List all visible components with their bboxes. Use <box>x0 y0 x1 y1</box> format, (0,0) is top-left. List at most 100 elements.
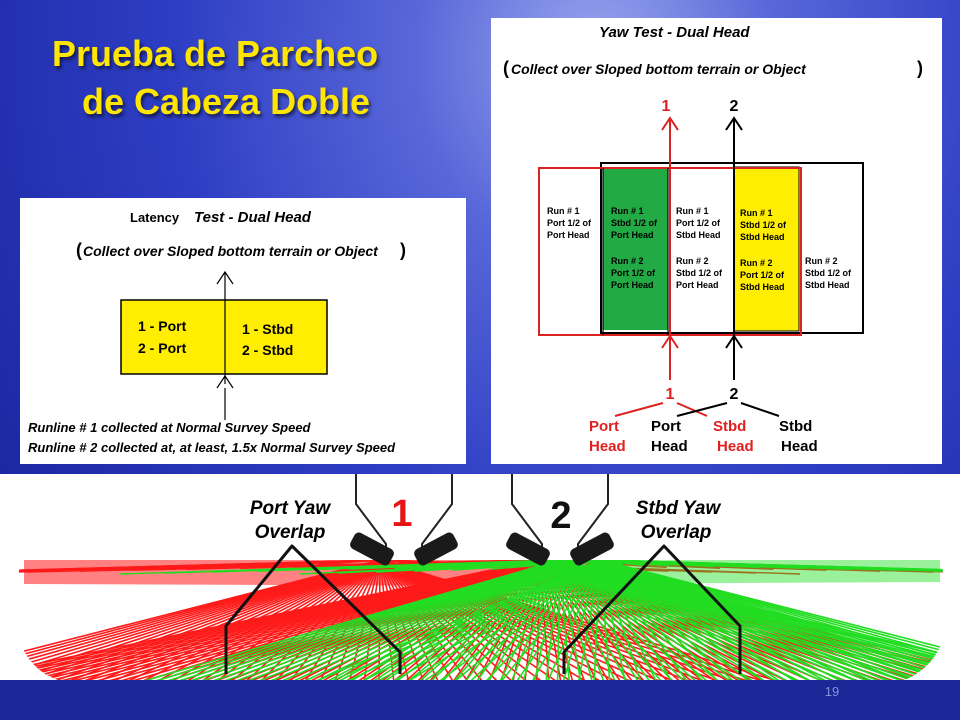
stbd-beam <box>301 560 561 680</box>
stbd-beam <box>559 560 838 680</box>
stbd-beam <box>599 560 948 680</box>
stbd-beam <box>599 560 628 680</box>
stbd-beam <box>277 560 561 680</box>
yaw-diagram: Yaw Test - Dual Head ( Collect over Slop… <box>503 24 923 455</box>
stbd-beam <box>599 560 644 680</box>
stbd-beam <box>559 560 753 680</box>
stbd-beam <box>560 560 601 680</box>
stbd-surface-band <box>548 560 940 584</box>
latency-port-run2: 2 - Port <box>138 340 187 356</box>
stbd-beam <box>314 560 561 680</box>
slide-title: Prueba de Parcheo de Cabeza Doble <box>52 30 472 126</box>
stbd-beam <box>599 560 660 680</box>
head-label-2-l2: Head <box>717 438 754 455</box>
slide-title-line1: Prueba de Parcheo <box>52 33 379 74</box>
stbd-beam <box>381 560 601 680</box>
head-label-2-l1: Stbd <box>713 418 746 435</box>
cell0-desc1b: Port Head <box>547 230 590 240</box>
port-yaw-label-2: Overlap <box>255 522 326 543</box>
cell3-desc1a: Stbd 1/2 of <box>740 220 787 230</box>
stbd-beam <box>528 560 601 569</box>
cell1-run1: Run # 1 <box>611 206 644 216</box>
stbd-beam <box>599 560 742 680</box>
branch-stbd-stbd <box>740 402 780 417</box>
cell2-desc2a: Stbd 1/2 of <box>676 268 723 278</box>
head-label-1-l2: Head <box>651 438 688 455</box>
yaw-subtitle: Collect over Sloped bottom terrain or Ob… <box>511 61 807 77</box>
stbd-yaw-label-1: Stbd Yaw <box>636 498 722 519</box>
stbd-beam <box>593 560 601 680</box>
stbd-beam <box>599 560 921 680</box>
stbd-beam <box>544 560 601 680</box>
branch-port-port <box>614 402 664 417</box>
stbd-beam <box>315 560 601 680</box>
stbd-arrow-top <box>725 116 743 131</box>
yaw-bottom-label-1: 1 <box>666 386 675 403</box>
stbd-yaw-label-2: Overlap <box>641 522 712 543</box>
stbd-overlap-pointer <box>562 544 742 674</box>
stbd-beam <box>599 560 872 680</box>
stbd-beam <box>599 560 726 680</box>
cell4-run2: Run # 2 <box>805 256 838 266</box>
yaw-top-label-1: 1 <box>662 98 671 115</box>
latency-subtitle: Collect over Sloped bottom terrain or Ob… <box>83 243 379 259</box>
latency-stbd-run1: 1 - Stbd <box>242 321 293 337</box>
swath-beams <box>14 560 948 680</box>
stbd-beam <box>348 560 601 680</box>
cell1-desc2b: Port Head <box>611 280 654 290</box>
head-label-0-l1: Port <box>589 418 619 435</box>
stbd-beam <box>397 560 601 680</box>
stbd-beam <box>411 560 561 680</box>
stbd-beam <box>599 560 889 680</box>
port-head-transducer-a <box>350 532 394 566</box>
head-label-3-l1: Stbd <box>779 418 812 435</box>
latency-heading: Test - Dual Head <box>194 209 312 226</box>
port-arrow-top <box>661 116 679 131</box>
stbd-beam <box>559 560 656 680</box>
port-arrow-bottom <box>661 334 679 349</box>
stbd-beam <box>599 560 856 680</box>
cell3-desc1b: Stbd Head <box>740 232 785 242</box>
cell2-desc1b: Stbd Head <box>676 230 721 240</box>
stbd-beam <box>599 560 948 680</box>
stbd-beam <box>511 560 601 680</box>
cell2-run1: Run # 1 <box>676 206 709 216</box>
port-yaw-label-1: Port Yaw <box>250 498 331 519</box>
port-head-transducer-b <box>414 532 458 566</box>
stbd-beam <box>430 560 601 680</box>
cell3-run2: Run # 2 <box>740 258 773 268</box>
latency-arrow-up-top <box>216 270 234 285</box>
stbd-beam <box>446 560 601 680</box>
stbd-beam <box>599 560 758 680</box>
yaw-test-panel: Yaw Test - Dual Head ( Collect over Slop… <box>491 18 942 464</box>
page-number: 19 <box>824 684 840 699</box>
latency-arrow-up-bottom <box>216 374 234 389</box>
cell1-run2: Run # 2 <box>611 256 644 266</box>
stbd-beam <box>599 560 612 680</box>
stbd-arrow-bottom <box>725 334 743 349</box>
branch-stbd-port <box>676 402 728 417</box>
cell2-run2: Run # 2 <box>676 256 709 266</box>
stbd-beam <box>599 560 938 680</box>
stbd-beam <box>599 560 693 680</box>
port-overlap-pointer <box>224 544 402 674</box>
cell4-desc2a: Stbd 1/2 of <box>805 268 852 278</box>
stbd-beam <box>413 560 601 680</box>
slide-title-line2: de Cabeza Doble <box>82 81 371 122</box>
stbd-beam <box>599 560 948 680</box>
cell0-desc1a: Port 1/2 of <box>547 218 592 228</box>
stbd-beam <box>599 560 677 680</box>
stbd-beam <box>599 560 840 680</box>
stbd-beam <box>599 560 807 680</box>
cell0-run1: Run # 1 <box>547 206 580 216</box>
yaw-cell-yellow <box>733 166 800 332</box>
stbd-beam <box>447 560 561 680</box>
cell2-desc1a: Port 1/2 of <box>676 218 721 228</box>
latency-heading-word: Latency <box>130 210 180 225</box>
stbd-beam <box>559 560 789 680</box>
latency-test-panel: Latency Test - Dual Head ( Collect over … <box>20 198 466 464</box>
latency-coverage-box <box>120 299 328 375</box>
branch-port-stbd <box>676 402 708 417</box>
stbd-beam <box>599 560 823 680</box>
latency-runline2: Runline # 2 collected at, at least, 1.5x… <box>28 440 396 455</box>
